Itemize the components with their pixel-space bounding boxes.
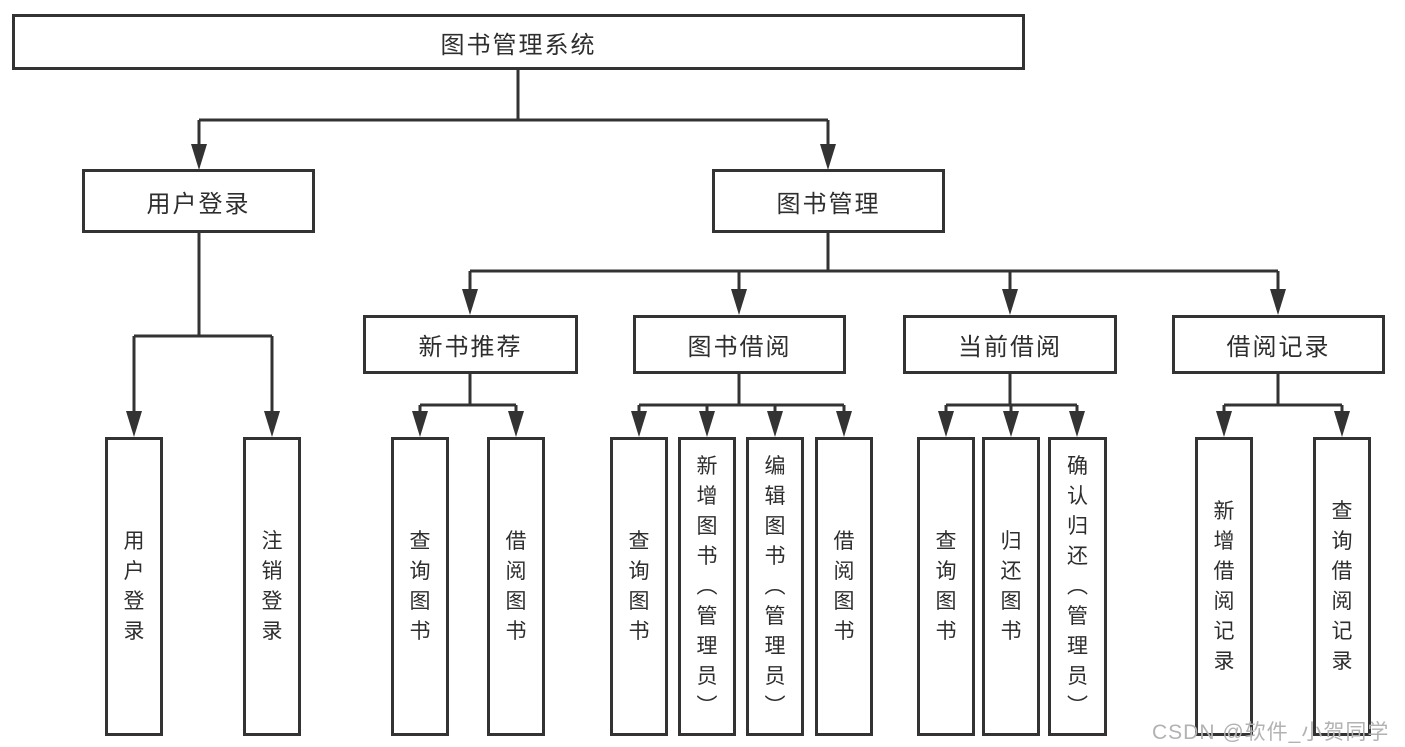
leaf-query-books-1: 查询图书 <box>391 437 449 736</box>
arrowheads <box>126 144 1350 437</box>
node-new-book-recommend: 新书推荐 <box>363 315 578 374</box>
leaf-query-borrow-record: 查询借阅记录 <box>1313 437 1371 736</box>
leaf-return-books-label: 归还图书 <box>1000 529 1022 643</box>
node-book-management-label: 图书管理 <box>776 190 881 218</box>
leaf-query-books-3: 查询图书 <box>917 437 975 736</box>
node-root: 图书管理系统 <box>12 14 1025 70</box>
node-book-borrowing-label: 图书借阅 <box>687 334 792 361</box>
leaf-query-borrow-record-label: 查询借阅记录 <box>1331 499 1353 673</box>
leaf-logout: 注销登录 <box>243 437 301 736</box>
leaf-borrow-books-2: 借阅图书 <box>815 437 873 736</box>
leaf-query-books-1-label: 查询图书 <box>409 529 431 643</box>
node-root-label: 图书管理系统 <box>440 31 597 59</box>
node-borrowing-records-label: 借阅记录 <box>1226 334 1331 361</box>
node-book-management: 图书管理 <box>712 169 945 233</box>
leaf-borrow-books-1-label: 借阅图书 <box>505 529 527 643</box>
leaf-user-login: 用户登录 <box>105 437 163 736</box>
leaf-return-books: 归还图书 <box>982 437 1040 736</box>
leaf-add-borrow-record-label: 新增借阅记录 <box>1213 499 1235 673</box>
node-new-book-recommend-label: 新书推荐 <box>418 334 523 361</box>
leaf-query-books-2: 查询图书 <box>610 437 668 736</box>
leaf-borrow-books-1: 借阅图书 <box>487 437 545 736</box>
node-current-borrowing-label: 当前借阅 <box>958 334 1062 361</box>
leaf-logout-label: 注销登录 <box>261 529 283 643</box>
node-user-login: 用户登录 <box>82 169 315 233</box>
node-current-borrowing: 当前借阅 <box>903 315 1117 374</box>
connector-paths <box>132 70 1344 413</box>
leaf-query-books-3-label: 查询图书 <box>935 529 957 643</box>
node-borrowing-records: 借阅记录 <box>1172 315 1385 374</box>
leaf-borrow-books-2-label: 借阅图书 <box>833 529 855 643</box>
leaf-user-login-label: 用户登录 <box>123 529 145 643</box>
leaf-add-books-admin-label: 新增图书︵管理员︶ <box>696 454 718 718</box>
leaf-add-books-admin: 新增图书︵管理员︶ <box>678 437 736 736</box>
leaf-confirm-return-admin: 确认归还︵管理员︶ <box>1048 437 1107 736</box>
leaf-add-borrow-record: 新增借阅记录 <box>1195 437 1253 736</box>
node-book-borrowing: 图书借阅 <box>633 315 846 374</box>
leaf-edit-books-admin-label: 编辑图书︵管理员︶ <box>764 454 786 718</box>
node-user-login-label: 用户登录 <box>146 190 251 218</box>
leaf-edit-books-admin: 编辑图书︵管理员︶ <box>746 437 804 736</box>
leaf-confirm-return-admin-label: 确认归还︵管理员︶ <box>1067 454 1088 718</box>
leaf-query-books-2-label: 查询图书 <box>628 529 650 643</box>
watermark: CSDN @软件_小贺同学 <box>1152 721 1390 744</box>
